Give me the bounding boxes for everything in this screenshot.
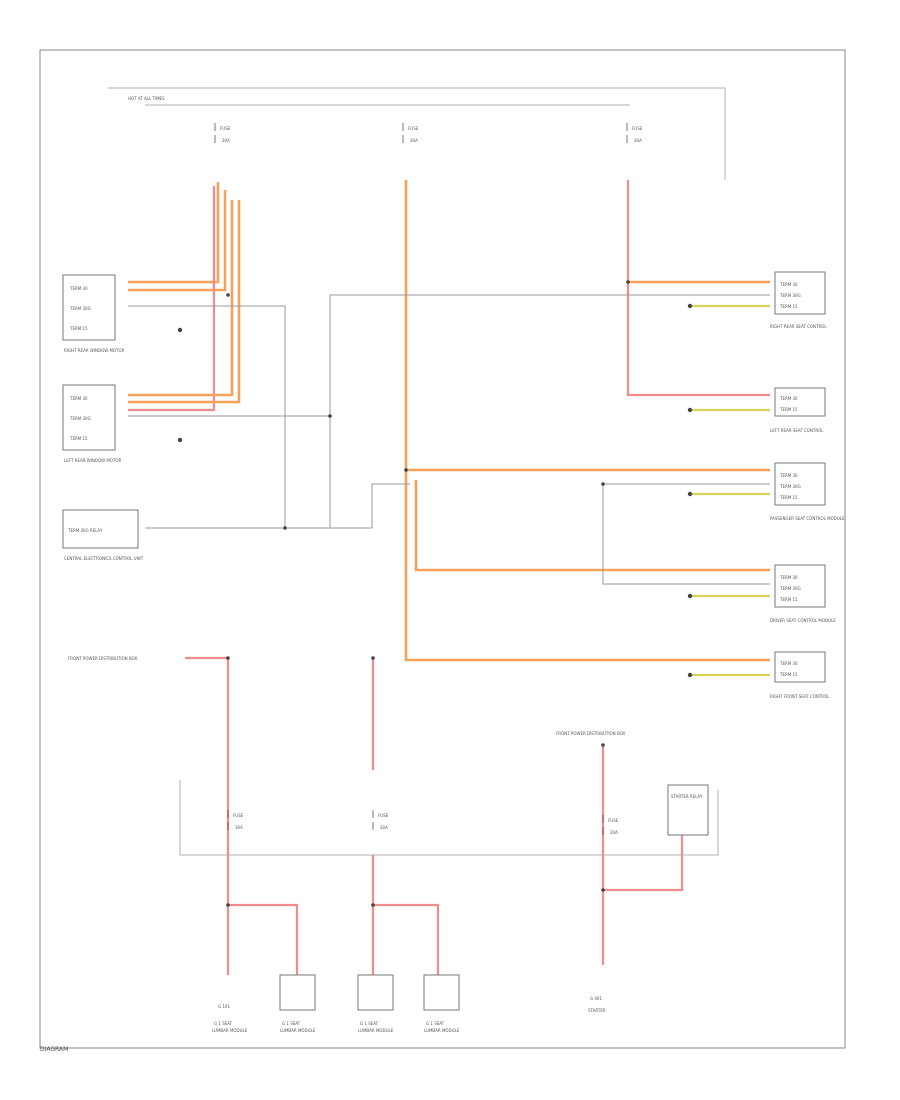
svg-text:TERM 15: TERM 15 [69, 326, 88, 331]
svg-text:TERM 15: TERM 15 [779, 407, 798, 412]
bottom-fuse-2: FUSE 30A [372, 810, 389, 830]
ground-label-2: G 401 [590, 996, 602, 1001]
svg-text:TERM 30: TERM 30 [779, 473, 798, 478]
orange-wires [128, 180, 770, 662]
svg-text:TERM 30G: TERM 30G [779, 293, 801, 298]
gray-wires [128, 294, 770, 585]
svg-text:PASSENGER SEAT CONTROL MODULE: PASSENGER SEAT CONTROL MODULE [770, 516, 845, 521]
svg-text:30A: 30A [610, 830, 618, 835]
ground-label-1: G 101 [218, 1004, 230, 1009]
svg-text:LUMBAR MODULE: LUMBAR MODULE [424, 1028, 460, 1033]
central-electronics-unit: TERM 30G RELAY CENTRAL ELECTRONICS CONTR… [62, 509, 144, 561]
svg-text:30A: 30A [634, 138, 642, 143]
bottom-left-label: FRONT POWER DISTRIBUTION BOX [68, 656, 138, 661]
svg-text:G 1 SEAT: G 1 SEAT [282, 1021, 301, 1026]
svg-text:G 1 SEAT: G 1 SEAT [360, 1021, 379, 1026]
starter-relay-box: STARTER RELAY [667, 784, 709, 836]
svg-text:TERM 30: TERM 30 [779, 282, 798, 287]
svg-text:TERM 30: TERM 30 [69, 286, 88, 291]
svg-text:G 1 SEAT: G 1 SEAT [214, 1021, 233, 1026]
svg-text:RIGHT REAR WINDOW MOTOR: RIGHT REAR WINDOW MOTOR [64, 348, 125, 353]
top-bus-line [108, 87, 726, 180]
svg-text:TERM 30G: TERM 30G [69, 416, 91, 421]
svg-text:30A: 30A [410, 138, 418, 143]
svg-text:LEFT REAR WINDOW MOTOR: LEFT REAR WINDOW MOTOR [64, 458, 122, 463]
svg-text:TERM 30: TERM 30 [779, 661, 798, 666]
junction-dots [177, 280, 693, 678]
svg-text:30A: 30A [222, 138, 230, 143]
top-bus-label: HOT AT ALL TIMES [128, 96, 165, 101]
bottom-ground-bus [179, 780, 719, 856]
svg-text:DRIVER SEAT CONTROL MODULE: DRIVER SEAT CONTROL MODULE [770, 618, 836, 623]
svg-text:RIGHT FRONT SEAT CONTROL: RIGHT FRONT SEAT CONTROL [770, 694, 830, 699]
svg-text:TERM 15: TERM 15 [779, 495, 798, 500]
svg-text:TERM 15: TERM 15 [779, 304, 798, 309]
svg-text:CENTRAL ELECTRONICS CONTROL UN: CENTRAL ELECTRONICS CONTROL UNIT [64, 556, 144, 561]
svg-text:30A: 30A [380, 825, 388, 830]
svg-text:TERM 15: TERM 15 [779, 597, 798, 602]
svg-text:30A: 30A [235, 825, 243, 830]
svg-text:FUSE: FUSE [608, 818, 619, 823]
bottom-fuse-3: FUSE 30A [602, 815, 619, 835]
svg-text:TERM 15: TERM 15 [69, 436, 88, 441]
svg-text:TERM 30G: TERM 30G [779, 484, 801, 489]
svg-text:FUSE: FUSE [220, 126, 231, 131]
svg-text:TERM 15: TERM 15 [779, 672, 798, 677]
module-left-rear-seat: TERM 30 TERM 15 LEFT REAR SEAT CONTROL [770, 387, 826, 433]
svg-text:FUSE: FUSE [632, 126, 643, 131]
diagram-frame [39, 49, 846, 1049]
svg-text:TERM 30: TERM 30 [779, 575, 798, 580]
module-right-rear-window: TERM 30 TERM 30G TERM 15 RIGHT REAR WIND… [62, 274, 125, 353]
svg-text:STARTER RELAY: STARTER RELAY [671, 794, 703, 799]
svg-text:RIGHT REAR SEAT CONTROL: RIGHT REAR SEAT CONTROL [770, 324, 827, 329]
starter-label: STARTER [588, 1008, 606, 1013]
yellow-wires [690, 304, 770, 677]
svg-text:FUSE: FUSE [408, 126, 419, 131]
bottom-red-wires [185, 656, 684, 975]
bottom-loads: G 1 SEAT LUMBAR MODULE G 1 SEAT LUMBAR M… [212, 974, 460, 1033]
top-fuse-1: FUSE 30A [214, 123, 231, 143]
bottom-right-label: FRONT POWER DISTRIBUTION BOX [556, 731, 626, 736]
bottom-junctions [226, 656, 605, 907]
svg-text:LUMBAR MODULE: LUMBAR MODULE [212, 1028, 248, 1033]
svg-text:FUSE: FUSE [378, 813, 389, 818]
svg-text:G 1 SEAT: G 1 SEAT [426, 1021, 445, 1026]
top-fuse-3: FUSE 30A [626, 123, 643, 143]
module-driver-seat: TERM 30 TERM 30G TERM 15 DRIVER SEAT CON… [770, 564, 836, 623]
page-number: DIAGRAM [40, 1046, 69, 1053]
top-fuse-2: FUSE 30A [402, 123, 419, 143]
module-right-rear-seat: TERM 30 TERM 30G TERM 15 RIGHT REAR SEAT… [770, 271, 827, 329]
svg-text:LUMBAR MODULE: LUMBAR MODULE [280, 1028, 316, 1033]
svg-text:FUSE: FUSE [233, 813, 244, 818]
module-passenger-seat: TERM 30 TERM 30G TERM 15 PASSENGER SEAT … [770, 462, 845, 521]
svg-text:LEFT REAR SEAT CONTROL: LEFT REAR SEAT CONTROL [770, 428, 824, 433]
bottom-fuse-1: FUSE 30A [227, 810, 244, 830]
svg-text:TERM 30G RELAY: TERM 30G RELAY [67, 528, 103, 533]
module-right-front-seat: TERM 30 TERM 15 RIGHT FRONT SEAT CONTROL [770, 651, 830, 699]
svg-text:LUMBAR MODULE: LUMBAR MODULE [358, 1028, 394, 1033]
module-left-rear-window: TERM 30 TERM 30G TERM 15 LEFT REAR WINDO… [62, 384, 122, 463]
svg-text:TERM 30: TERM 30 [69, 396, 88, 401]
svg-text:TERM 30G: TERM 30G [779, 586, 801, 591]
svg-text:TERM 30G: TERM 30G [69, 306, 91, 311]
svg-text:TERM 30: TERM 30 [779, 396, 798, 401]
